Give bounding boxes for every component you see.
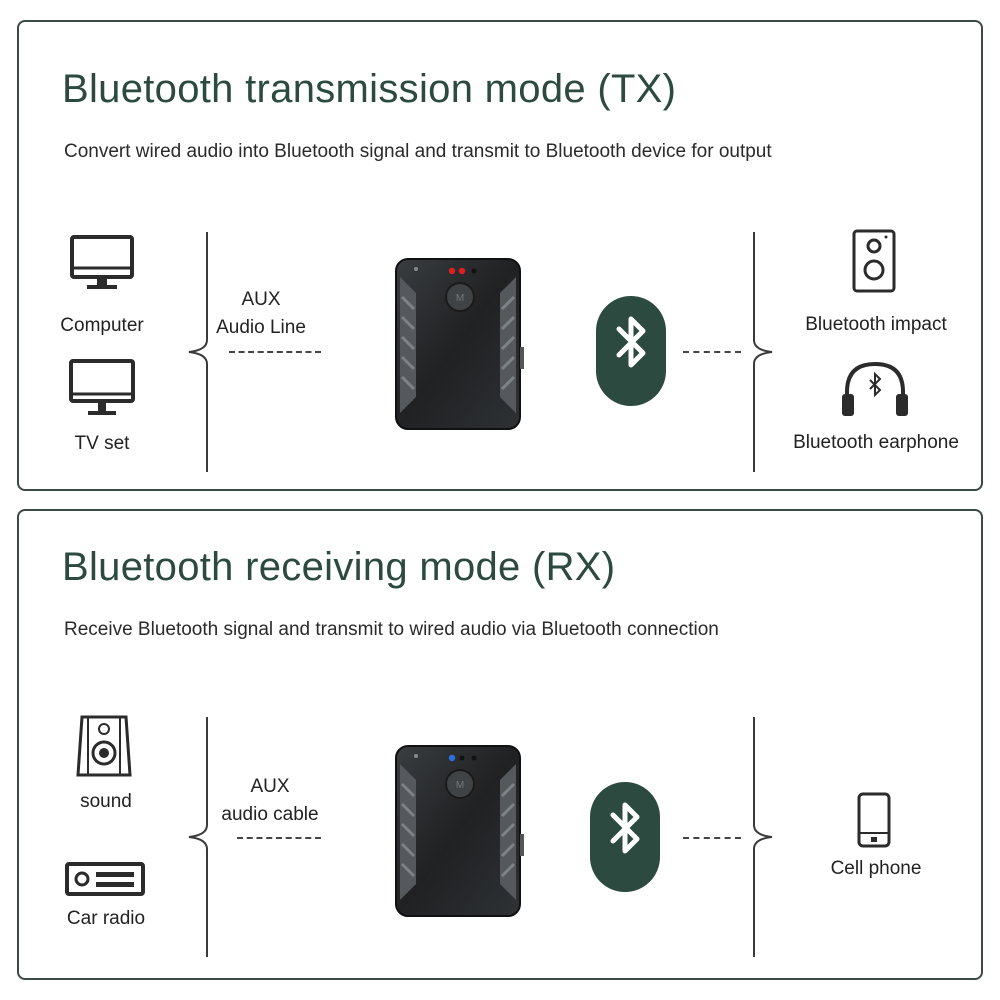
source-label-tv: TV set — [74, 433, 130, 454]
headphones-icon — [842, 361, 908, 416]
bluetooth-icon — [590, 782, 660, 892]
left-bracket — [188, 232, 208, 472]
cable-label-line1: AUX — [250, 776, 290, 797]
source-label-car-radio: Car radio — [66, 908, 146, 929]
target-label-earphone: Bluetooth earphone — [793, 432, 959, 453]
target-label-cell-phone: Cell phone — [830, 858, 922, 879]
loudspeaker-icon — [76, 715, 132, 777]
target-label-speaker: Bluetooth impact — [805, 314, 947, 335]
cell-phone-icon — [857, 792, 891, 848]
wireless-dashes — [683, 837, 741, 839]
source-label-sound: sound — [80, 791, 132, 812]
computer-monitor-icon — [70, 235, 134, 289]
svg-text:M: M — [456, 780, 464, 791]
tx-description: Convert wired audio into Bluetooth signa… — [64, 141, 772, 162]
bluetooth-adapter-device: M — [395, 258, 524, 430]
cable-dashes — [229, 351, 321, 353]
source-label-computer: Computer — [60, 315, 144, 336]
tx-title: Bluetooth transmission mode (TX) — [62, 67, 677, 111]
speaker-icon — [852, 229, 896, 293]
cable-label: AUX Audio Line — [216, 286, 306, 342]
rx-description: Receive Bluetooth signal and transmit to… — [64, 619, 719, 640]
rx-mode-panel: Bluetooth receiving mode (RX) Receive Bl… — [17, 509, 983, 980]
rx-title: Bluetooth receiving mode (RX) — [62, 545, 616, 589]
tv-icon — [69, 359, 135, 415]
bluetooth-icon — [596, 296, 666, 406]
wireless-dashes — [683, 351, 741, 353]
right-bracket — [753, 717, 773, 957]
cable-label-line2: audio cable — [221, 804, 319, 825]
cable-label-line2: Audio Line — [216, 317, 306, 338]
car-radio-icon — [65, 862, 145, 896]
cable-label-line1: AUX — [241, 289, 281, 310]
bluetooth-adapter-device: M — [395, 745, 524, 917]
cable-dashes — [237, 837, 321, 839]
svg-text:M: M — [456, 293, 464, 304]
cable-label: AUX audio cable — [221, 773, 318, 829]
left-bracket — [188, 717, 208, 957]
tx-mode-panel: Bluetooth transmission mode (TX) Convert… — [17, 20, 983, 491]
right-bracket — [753, 232, 773, 472]
